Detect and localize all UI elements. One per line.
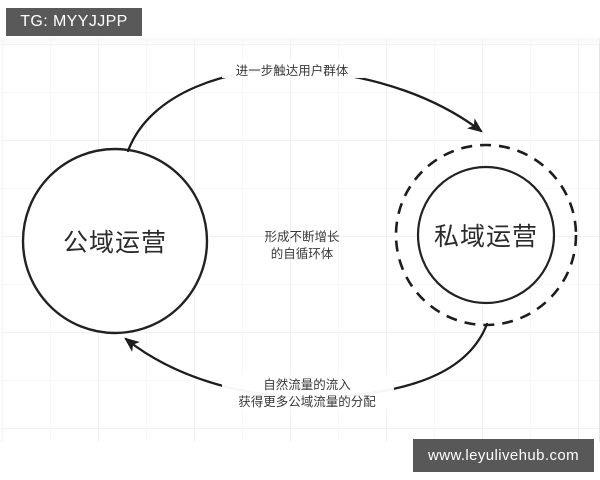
edge-top-arrow: [126, 68, 483, 153]
edge-bottom-label-line-1: 自然流量的流入: [263, 377, 351, 392]
edge-bottom-label-knockout: [222, 374, 394, 410]
center-note: 形成不断增长 的自循环体: [264, 228, 339, 262]
node-public-domain-circle: [21, 147, 209, 335]
edge-top-label-knockout: [222, 60, 364, 78]
node-private-domain-label: 私域运营: [433, 222, 539, 251]
node-private-domain-circle: [416, 165, 556, 305]
edge-bottom-label-line-2: 获得更多公域流量的分配: [238, 394, 376, 409]
watermark-telegram-badge: TG: MYYJJPP: [6, 8, 142, 36]
watermark-website-badge: www.leyulivehub.com: [413, 439, 594, 472]
edge-top-label: 进一步触达用户群体: [235, 63, 349, 78]
center-note-line-2: 的自循环体: [270, 246, 334, 261]
center-note-line-1: 形成不断增长: [264, 229, 340, 244]
edge-bottom-label: 自然流量的流入 获得更多公域流量的分配: [238, 376, 376, 410]
node-public-domain-label: 公域运营: [62, 228, 168, 257]
